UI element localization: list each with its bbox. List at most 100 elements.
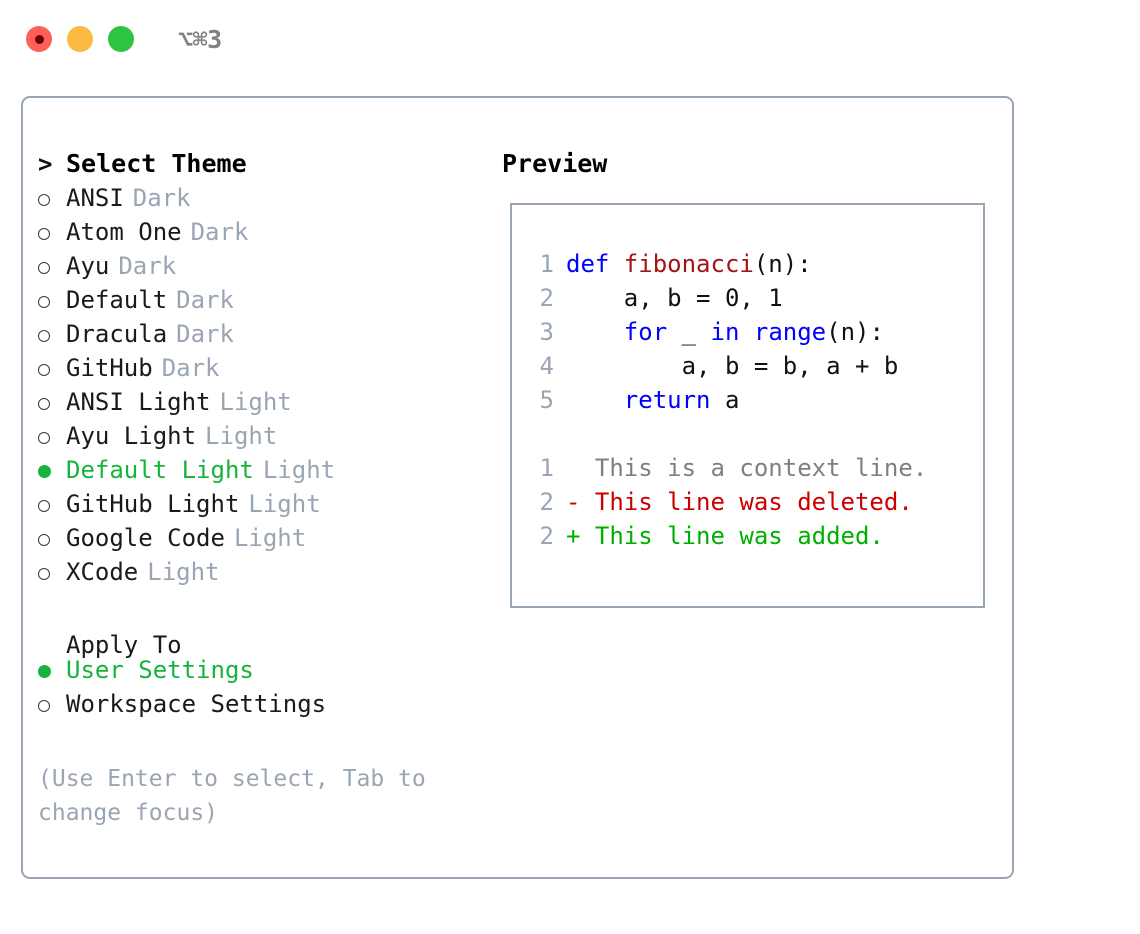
- window-titlebar: ⌥⌘3: [0, 0, 1140, 78]
- theme-option-label: Default: [66, 286, 168, 314]
- code-line-number: 5: [539, 386, 554, 414]
- theme-list-heading: > Select Theme: [38, 147, 498, 181]
- radio-unselected-icon[interactable]: [38, 183, 66, 217]
- radio-unselected-icon[interactable]: [38, 489, 66, 523]
- code-token: [566, 318, 624, 346]
- diff-line-number: 1: [539, 454, 554, 482]
- theme-option-label: XCode: [66, 558, 139, 586]
- theme-option-ayu-light[interactable]: Ayu Light Light: [38, 419, 498, 453]
- code-token: def: [566, 250, 624, 278]
- theme-option-kind: Dark: [161, 354, 220, 382]
- code-line-text: for _ in range(n):: [566, 315, 884, 349]
- keyboard-hint: (Use Enter to select, Tab to change focu…: [38, 766, 426, 826]
- preview-title: Preview: [502, 149, 608, 178]
- radio-unselected-icon[interactable]: [38, 421, 66, 455]
- radio-selected-icon[interactable]: [38, 655, 66, 689]
- theme-option-kind: Light: [205, 422, 278, 450]
- theme-option-atom-one[interactable]: Atom One Dark: [38, 215, 498, 249]
- code-token: (n):: [753, 250, 812, 278]
- radio-unselected-icon[interactable]: [38, 689, 66, 723]
- code-token: a: [710, 386, 740, 414]
- radio-unselected-icon[interactable]: [38, 285, 66, 319]
- code-token: fibonacci: [623, 250, 754, 278]
- apply-to-heading: Apply To: [38, 619, 498, 659]
- code-token: [566, 386, 624, 414]
- radio-unselected-icon[interactable]: [38, 217, 66, 251]
- diff-line-text: - This line was deleted.: [566, 488, 913, 516]
- theme-option-label: Ayu Light: [66, 422, 197, 450]
- minimize-button[interactable]: [67, 26, 93, 52]
- theme-option-kind: Dark: [176, 286, 234, 314]
- theme-option-default[interactable]: Default Dark: [38, 283, 498, 317]
- theme-option-xcode[interactable]: XCode Light: [38, 555, 498, 589]
- close-button[interactable]: [26, 26, 52, 52]
- theme-option-kind: Dark: [190, 218, 249, 246]
- diff-line: 1 This is a context line.: [524, 451, 928, 485]
- radio-selected-icon[interactable]: [38, 455, 66, 489]
- apply-to-option-user-settings[interactable]: User Settings: [38, 653, 498, 687]
- code-line-text: return a: [566, 383, 740, 417]
- apply-to-spacer: [38, 619, 66, 653]
- diff-line-number: 2: [539, 488, 554, 516]
- code-line: 1 def fibonacci(n):: [524, 247, 927, 281]
- radio-unselected-icon[interactable]: [38, 353, 66, 387]
- theme-option-label: ANSI Light: [66, 388, 211, 416]
- code-line-number: 1: [539, 250, 554, 278]
- apply-to-option-label: User Settings: [66, 656, 254, 684]
- theme-option-label: GitHub Light: [66, 490, 240, 518]
- theme-option-kind: Light: [233, 524, 307, 552]
- radio-unselected-icon[interactable]: [38, 319, 66, 353]
- code-line-text: def fibonacci(n):: [566, 247, 812, 281]
- code-line: 4 a, b = b, a + b: [524, 349, 927, 383]
- prompt-icon: >: [38, 150, 53, 178]
- radio-unselected-icon[interactable]: [38, 523, 66, 557]
- theme-option-label: Ayu: [66, 252, 110, 280]
- code-line: 3 for _ in range(n):: [524, 315, 927, 349]
- code-token: a, b = b, a + b: [566, 352, 899, 380]
- theme-list-heading-label: Select Theme: [66, 149, 247, 178]
- diff-line: 2 - This line was deleted.: [524, 485, 927, 519]
- code-line-text: a, b = b, a + b: [566, 349, 899, 383]
- code-token: in: [710, 318, 740, 346]
- theme-option-kind: Light: [262, 456, 336, 484]
- theme-option-github[interactable]: GitHub Dark: [38, 351, 498, 385]
- radio-unselected-icon[interactable]: [38, 557, 66, 591]
- theme-option-kind: Light: [147, 558, 220, 586]
- theme-option-kind: Dark: [132, 184, 191, 212]
- apply-to-heading-label: Apply To: [66, 631, 182, 659]
- code-token: range: [753, 318, 827, 346]
- window-title: ⌥⌘3: [178, 24, 222, 54]
- apply-to-option-workspace-settings[interactable]: Workspace Settings: [38, 687, 498, 721]
- code-line-number: 4: [539, 352, 554, 380]
- theme-option-ansi-light[interactable]: ANSI Light Light: [38, 385, 498, 419]
- diff-line-text: + This line was added.: [566, 522, 884, 550]
- theme-option-label: GitHub: [66, 354, 153, 382]
- code-token: return: [623, 386, 711, 414]
- code-spacer: [524, 417, 927, 451]
- theme-option-kind: Dark: [176, 320, 234, 348]
- theme-option-kind: Light: [219, 388, 292, 416]
- theme-option-dracula[interactable]: Dracula Dark: [38, 317, 498, 351]
- radio-unselected-icon[interactable]: [38, 387, 66, 421]
- code-token: (n):: [826, 318, 884, 346]
- code-line-number: 2: [539, 284, 554, 312]
- theme-option-label: Atom One: [66, 218, 182, 246]
- theme-option-label: Dracula: [66, 320, 168, 348]
- diff-line-number: 2: [539, 522, 554, 550]
- maximize-button[interactable]: [108, 26, 134, 52]
- radio-unselected-icon[interactable]: [38, 251, 66, 285]
- code-line: 2 a, b = 0, 1: [524, 281, 927, 315]
